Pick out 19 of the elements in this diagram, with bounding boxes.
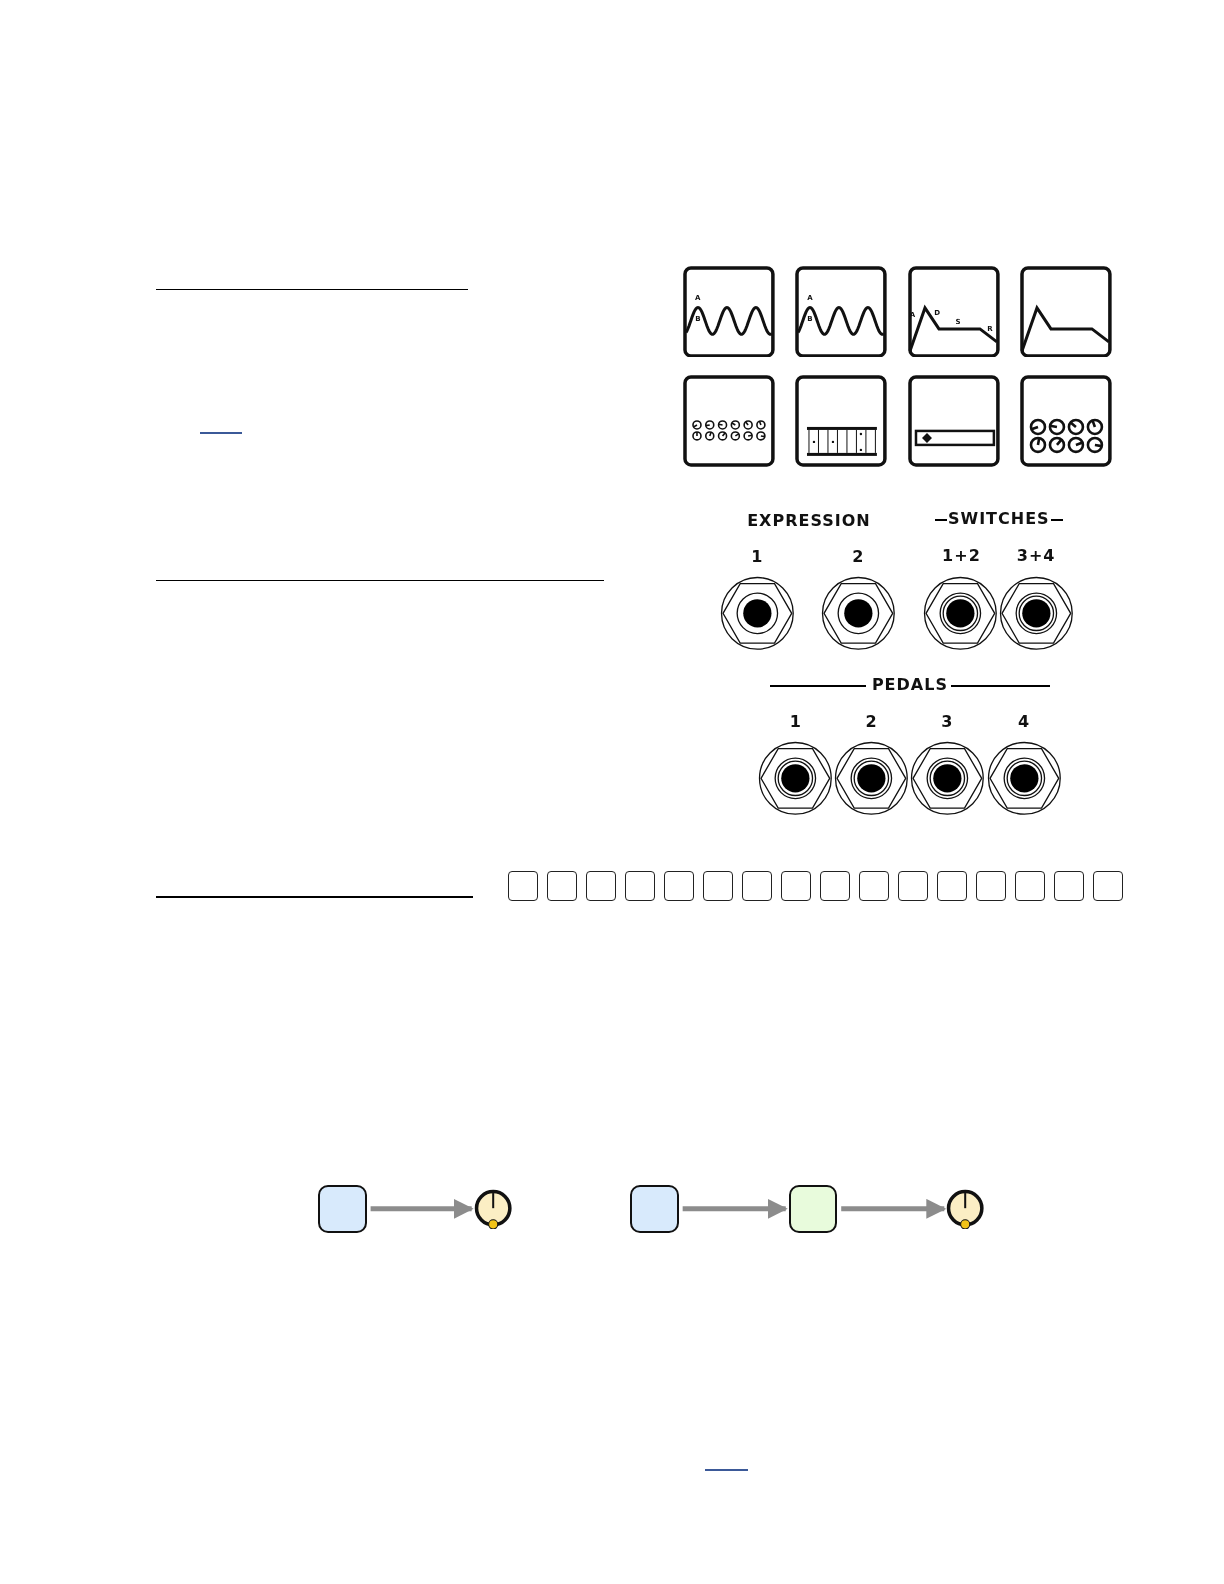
jack-number: 1+2 — [942, 548, 981, 565]
section-heading: PEDALS — [871, 676, 948, 693]
jack-number: 1 — [751, 549, 764, 566]
jack-number: 4 — [1017, 714, 1031, 731]
jack-number: 3+4 — [1016, 548, 1056, 565]
arrow — [370, 1198, 474, 1219]
section-heading: SWITCHES — [947, 511, 1050, 528]
module-box — [630, 1184, 679, 1234]
module-box — [788, 1184, 838, 1234]
jack-number: 2 — [865, 714, 878, 731]
jack-number: 2 — [852, 549, 865, 566]
arrow — [682, 1198, 788, 1219]
module-box — [318, 1184, 367, 1234]
jack-number: 3 — [941, 714, 954, 731]
section-heading: EXPRESSION — [747, 513, 871, 530]
jack-number: 1 — [789, 714, 802, 731]
arrow — [841, 1198, 947, 1219]
knob-icon — [945, 1188, 986, 1230]
knob-icon — [472, 1188, 513, 1230]
